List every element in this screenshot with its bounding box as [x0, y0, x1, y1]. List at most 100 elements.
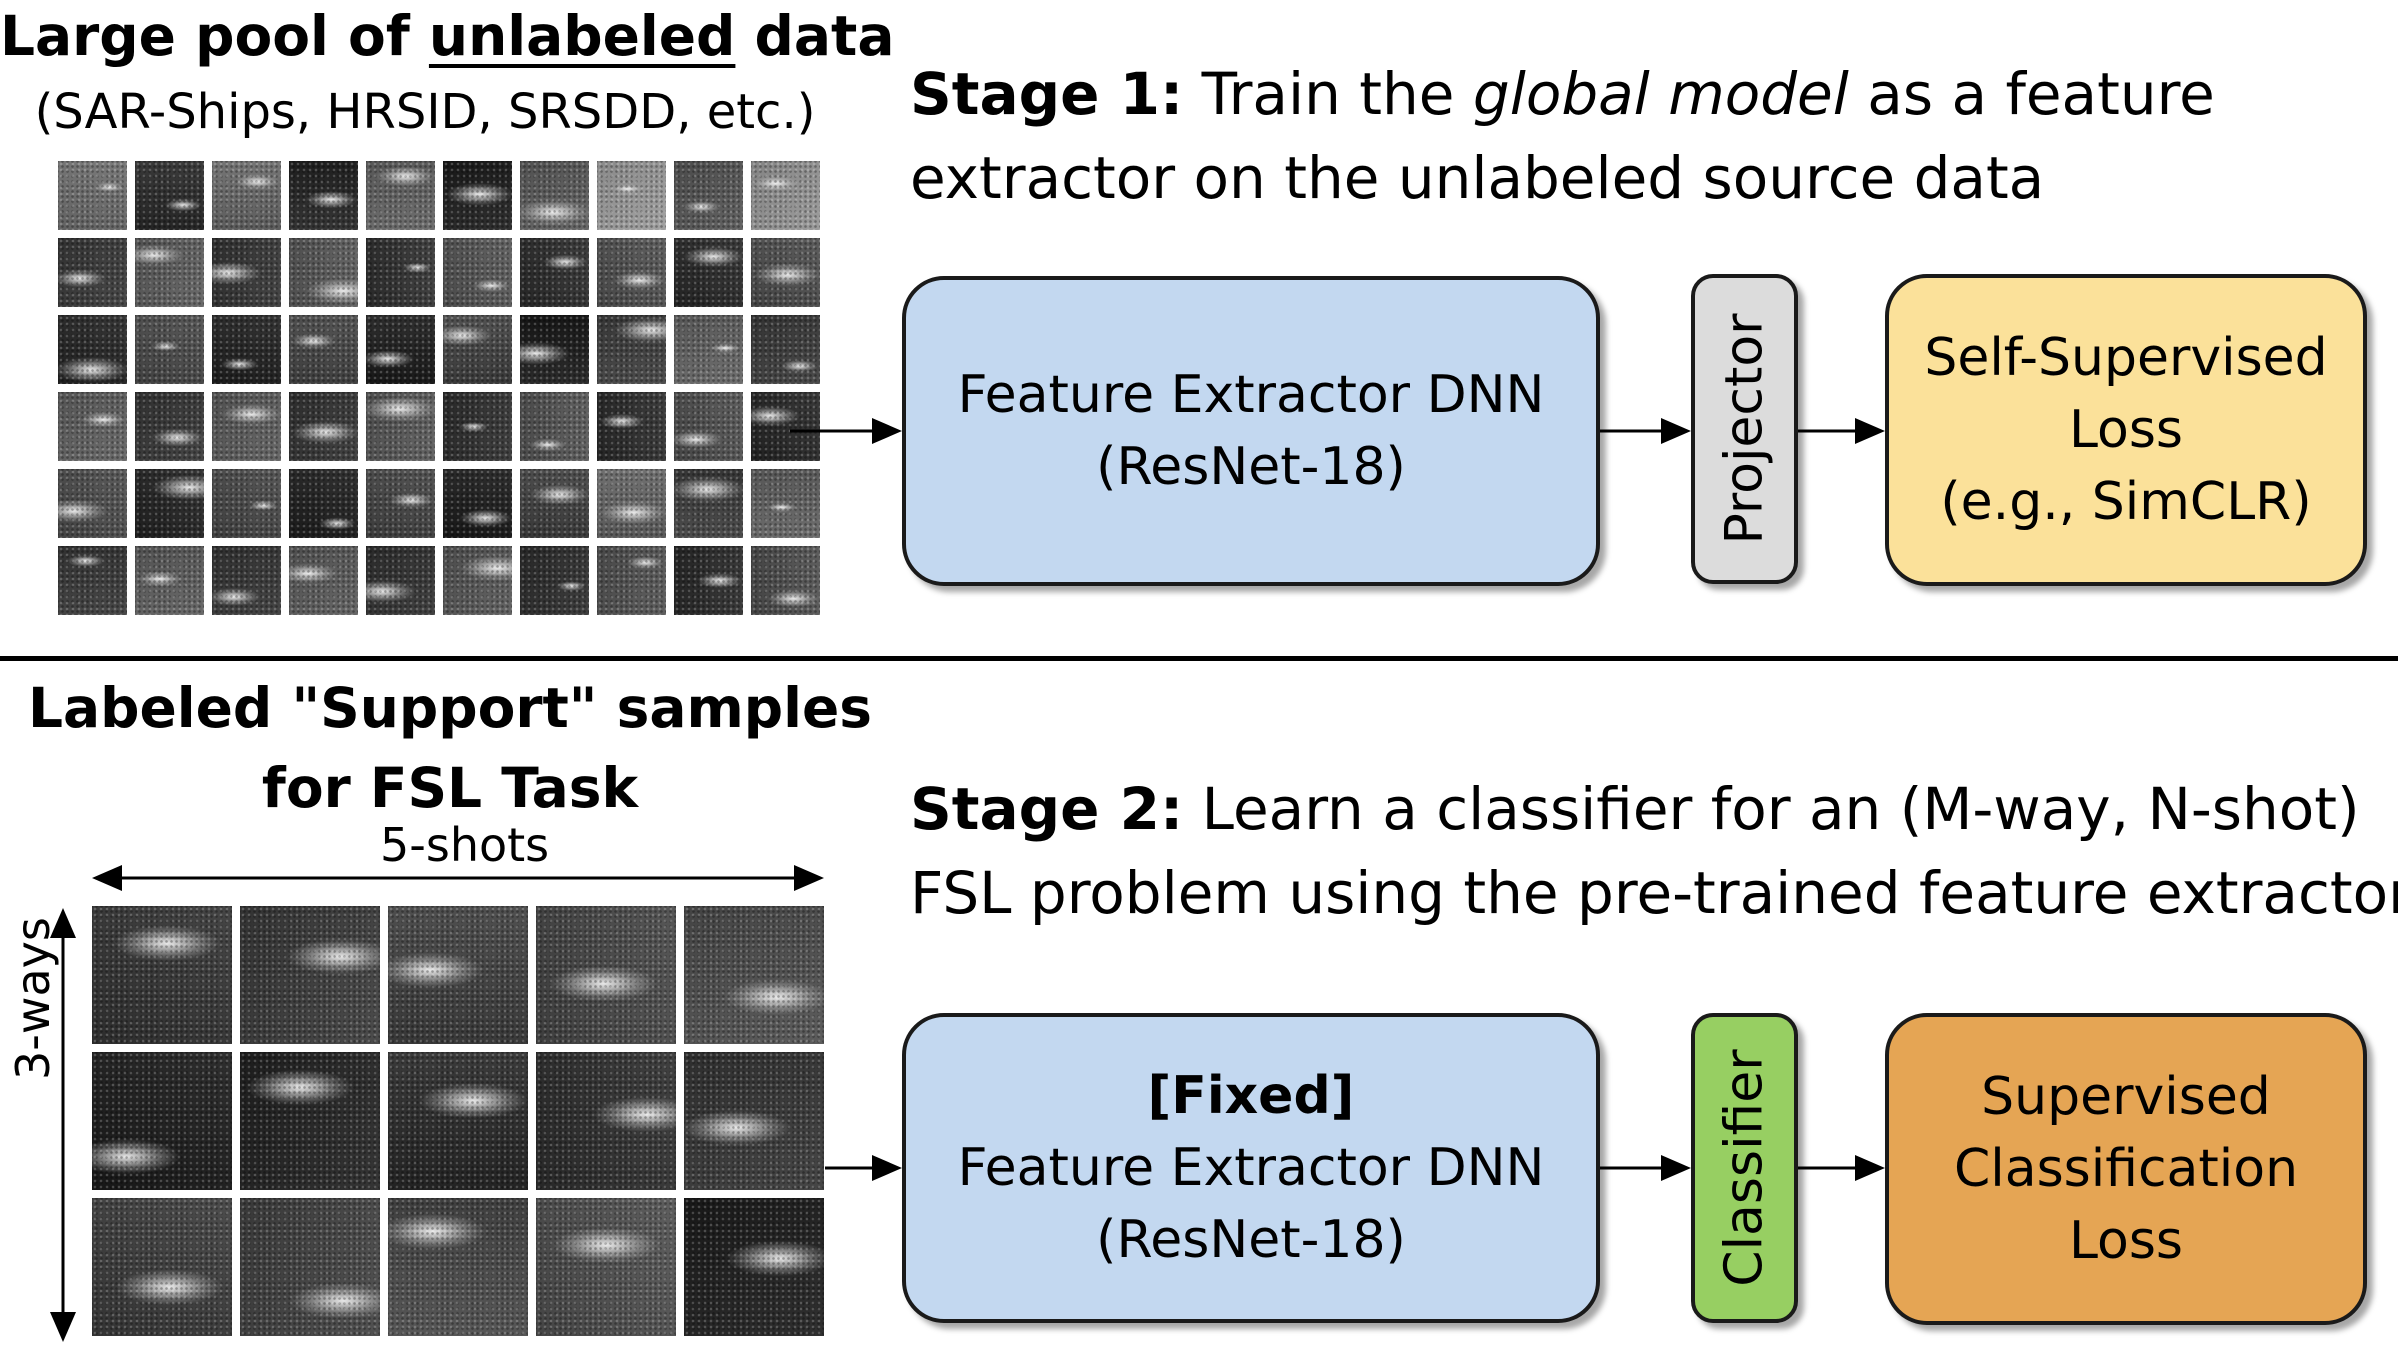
pool-title-pre: Large pool of — [0, 4, 429, 68]
unlabeled-sample-image — [674, 315, 743, 384]
unlabeled-pool-title: Large pool of unlabeled data — [0, 4, 894, 68]
support-title-line2: for FSL Task — [261, 756, 639, 820]
stage1-description: Stage 1: Train the global model as a fea… — [910, 52, 2215, 220]
unlabeled-sample-image — [135, 392, 204, 461]
unlabeled-image-grid — [58, 161, 820, 615]
unlabeled-sample-image — [135, 546, 204, 615]
stage1-text-b: as a feature — [1848, 60, 2215, 128]
stage1-text-italic: global model — [1472, 60, 1849, 128]
unlabeled-sample-image — [597, 238, 666, 307]
stage2-label: Stage 2: — [910, 775, 1184, 843]
feature-extractor-box-stage2: [Fixed]Feature Extractor DNN(ResNet-18) — [902, 1013, 1600, 1323]
support-sample-image — [92, 1052, 232, 1190]
stage2-description: Stage 2: Learn a classifier for an (M-wa… — [910, 767, 2398, 935]
stage1-text-line2: extractor on the unlabeled source data — [910, 144, 2045, 212]
unlabeled-sample-image — [58, 392, 127, 461]
support-sample-image — [536, 1198, 676, 1336]
support-sample-image — [92, 906, 232, 1044]
unlabeled-sample-image — [58, 238, 127, 307]
unlabeled-sample-image — [443, 238, 512, 307]
ways-arrowhead-bottom — [50, 1312, 76, 1342]
shots-arrowhead-left — [92, 865, 122, 891]
unlabeled-sample-image — [289, 238, 358, 307]
unlabeled-sample-image — [520, 392, 589, 461]
ssl-line1: Self-Supervised — [1924, 328, 2328, 388]
extractor2-line1: Feature Extractor DNN — [957, 1138, 1545, 1198]
unlabeled-sample-image — [58, 315, 127, 384]
unlabeled-sample-image — [366, 392, 435, 461]
unlabeled-sample-image — [212, 315, 281, 384]
unlabeled-sample-image — [674, 469, 743, 538]
unlabeled-sample-image — [289, 161, 358, 230]
unlabeled-sample-image — [212, 546, 281, 615]
unlabeled-sample-image — [58, 546, 127, 615]
classifier-box: Classifier — [1691, 1013, 1798, 1323]
ways-arrowhead-top — [50, 908, 76, 938]
unlabeled-sample-image — [597, 469, 666, 538]
support-sample-image — [388, 906, 528, 1044]
stage1-label: Stage 1: — [910, 60, 1184, 128]
unlabeled-sample-image — [751, 546, 820, 615]
shots-label: 5-shots — [380, 818, 550, 872]
unlabeled-sample-image — [366, 546, 435, 615]
support-samples-title: Labeled "Support" samples for FSL Task — [0, 668, 900, 828]
unlabeled-sample-image — [751, 161, 820, 230]
support-image-grid — [92, 906, 824, 1336]
unlabeled-sample-image — [443, 315, 512, 384]
unlabeled-sample-image — [751, 238, 820, 307]
unlabeled-sample-image — [443, 392, 512, 461]
unlabeled-sample-image — [58, 161, 127, 230]
unlabeled-sample-image — [751, 469, 820, 538]
support-sample-image — [388, 1052, 528, 1190]
unlabeled-sample-image — [212, 392, 281, 461]
pool-title-post: data — [735, 4, 895, 68]
unlabeled-sample-image — [366, 238, 435, 307]
unlabeled-sample-image — [597, 392, 666, 461]
unlabeled-sample-image — [520, 238, 589, 307]
unlabeled-sample-image — [597, 161, 666, 230]
extractor2-line2: (ResNet-18) — [1096, 1210, 1406, 1270]
stage1-text-a: Train the — [1183, 60, 1473, 128]
stage2-text-line1: Learn a classifier for an (M-way, N-shot… — [1183, 775, 2360, 843]
unlabeled-sample-image — [674, 392, 743, 461]
sup-line1: Supervised — [1981, 1067, 2271, 1127]
unlabeled-sample-image — [212, 161, 281, 230]
shots-arrowhead-right — [794, 865, 824, 891]
unlabeled-sample-image — [597, 315, 666, 384]
unlabeled-sample-image — [289, 469, 358, 538]
unlabeled-sample-image — [135, 469, 204, 538]
sup-line3: Loss — [2068, 1211, 2184, 1271]
unlabeled-sample-image — [135, 161, 204, 230]
support-sample-image — [684, 906, 824, 1044]
extractor-line1: Feature Extractor DNN — [957, 365, 1545, 425]
unlabeled-sample-image — [366, 469, 435, 538]
sup-line2: Classification — [1953, 1139, 2299, 1199]
support-title-line1: Labeled "Support" samples — [27, 676, 873, 740]
support-sample-image — [684, 1198, 824, 1336]
unlabeled-sample-image — [520, 469, 589, 538]
unlabeled-sample-image — [674, 546, 743, 615]
stage-divider — [0, 656, 2398, 661]
unlabeled-sample-image — [366, 161, 435, 230]
unlabeled-sample-image — [289, 392, 358, 461]
unlabeled-pool-subtitle: (SAR-Ships, HRSID, SRSDD, etc.) — [34, 84, 816, 140]
stage2-text-line2: FSL problem using the pre-trained featur… — [910, 859, 2398, 927]
support-sample-image — [536, 906, 676, 1044]
support-sample-image — [536, 1052, 676, 1190]
unlabeled-sample-image — [135, 315, 204, 384]
unlabeled-sample-image — [443, 546, 512, 615]
arrowhead-extractor-to-projector — [1661, 418, 1691, 444]
ssl-line2: Loss — [2068, 400, 2184, 460]
unlabeled-sample-image — [674, 161, 743, 230]
unlabeled-sample-image — [289, 546, 358, 615]
support-sample-image — [684, 1052, 824, 1190]
unlabeled-sample-image — [674, 238, 743, 307]
support-sample-image — [240, 1052, 380, 1190]
arrowhead-grid-to-extractor — [872, 418, 902, 444]
unlabeled-sample-image — [520, 315, 589, 384]
unlabeled-sample-image — [289, 315, 358, 384]
arrowhead-extractor-to-classifier — [1661, 1155, 1691, 1181]
unlabeled-sample-image — [58, 469, 127, 538]
